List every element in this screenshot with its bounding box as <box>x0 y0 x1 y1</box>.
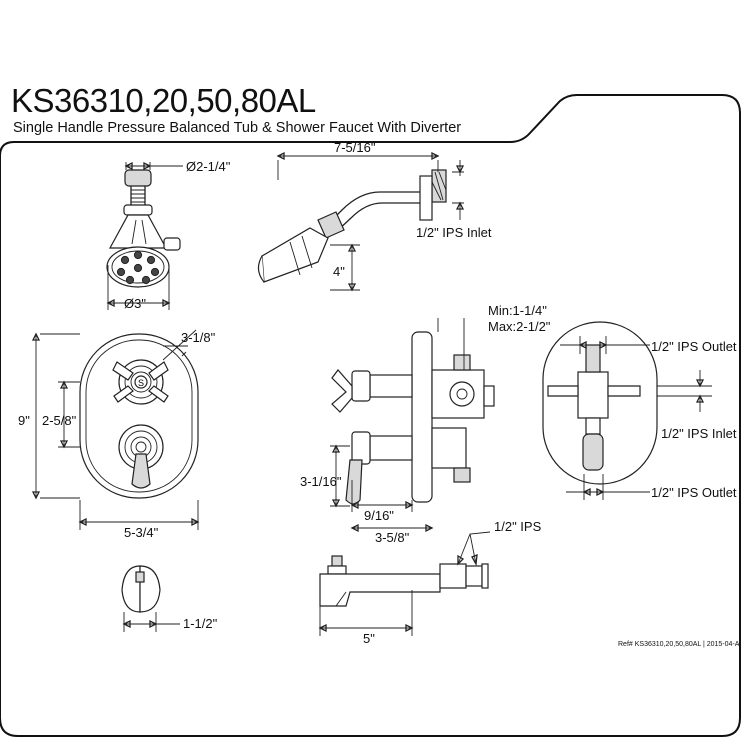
arm-inlet-label: 1/2" IPS Inlet <box>416 225 492 240</box>
plate-width-top-label: 3-1/8" <box>181 330 216 345</box>
reference-footer: Ref# KS36310,20,50,80AL | 2015-04-A <box>618 641 740 648</box>
wall-min-label: Min:1-1/4" <box>488 303 547 318</box>
handle-height-label: 3-1/16" <box>300 474 342 489</box>
outlet-bottom-label: 1/2" IPS Outlet <box>651 485 737 500</box>
outlet-top-label: 1/2" IPS Outlet <box>651 339 737 354</box>
spout-flange: 1-1/2" <box>121 565 218 632</box>
product-description: Single Handle Pressure Balanced Tub & Sh… <box>13 120 462 136</box>
handle-projection-label: 3-5/8" <box>375 530 410 545</box>
head-diameter-top-label: Ø2-1/4" <box>186 159 231 174</box>
showerhead-side-view: 7-5/16" 1/2" IPS Inlet 4" <box>257 140 492 292</box>
valve-front-view: S 3-1/8" 9" 2-5/8" 5-3/4" <box>18 329 216 540</box>
svg-text:S: S <box>138 378 144 388</box>
page-frame <box>0 94 741 737</box>
showerhead-front-view: Ø2-1/4" Ø3" <box>106 159 231 311</box>
handle-depth-label: 9/16" <box>364 508 394 523</box>
flange-projection-label: 1-1/2" <box>183 616 218 631</box>
inlet-side-label: 1/2" IPS Inlet <box>661 426 737 441</box>
handle-spacing-label: 2-5/8" <box>42 413 77 428</box>
spout-length-label: 5" <box>363 631 375 646</box>
model-number-title: KS36310,20,50,80AL <box>11 82 316 119</box>
tub-spout: 1/2" IPS 5" <box>318 519 542 646</box>
valve-side-view: Min:1-1/4" Max:2-1/2" 3-1/16" 9/16" 3-5/… <box>300 303 551 545</box>
plate-width-label: 5-3/4" <box>124 525 159 540</box>
spout-ips-label: 1/2" IPS <box>494 519 542 534</box>
wall-max-label: Max:2-1/2" <box>488 319 551 334</box>
arm-length-label: 7-5/16" <box>334 140 376 155</box>
plate-height-label: 9" <box>18 413 30 428</box>
arm-drop-label: 4" <box>333 264 345 279</box>
valve-back-view: 1/2" IPS Outlet 1/2" IPS Inlet 1/2" IPS … <box>542 321 737 500</box>
head-diameter-bottom-label: Ø3" <box>124 296 146 311</box>
